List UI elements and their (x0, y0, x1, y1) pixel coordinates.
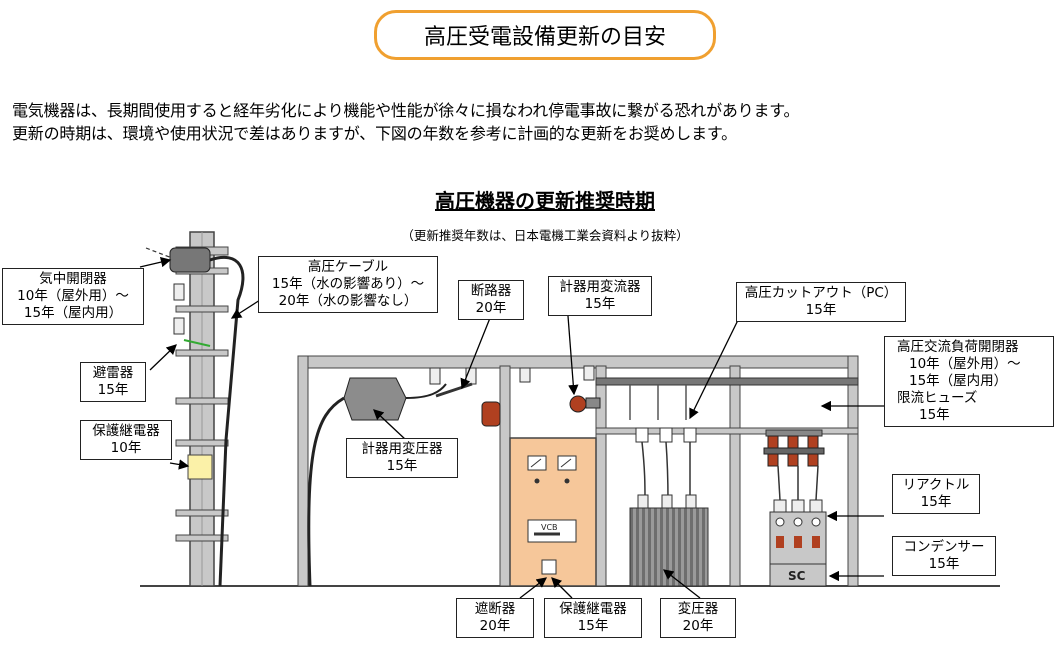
vt-fuse-device (481, 401, 501, 427)
disconnector-device (429, 367, 441, 385)
label-relay-pole: 保護継電器 10年 (80, 420, 172, 460)
relay-panel-name: 保護継電器 (559, 601, 627, 617)
vcb-text: VCB (541, 523, 558, 532)
relay-pole-years: 10年 (110, 440, 142, 456)
air-switch-years-outdoor: 10年（屋外用）～ (17, 288, 129, 304)
vt-years: 15年 (386, 458, 418, 474)
ct-device (569, 395, 587, 413)
breaker-name: 遮断器 (474, 601, 516, 617)
label-arrester: 避雷器 15年 (80, 362, 146, 402)
air-switch-device (169, 247, 211, 273)
ct-years: 15年 (584, 296, 616, 312)
arrester-device (173, 283, 185, 301)
relay-panel-years: 15年 (577, 618, 609, 634)
capacitor-years: 15年 (928, 556, 960, 572)
diagram-subtitle: 高圧機器の更新推奨時期 (435, 189, 655, 213)
pc-years: 15年 (805, 302, 837, 318)
vcb-breaker (527, 519, 577, 543)
ct-name: 計器用変流器 (559, 279, 641, 295)
load-switch-name: 高圧交流負荷開閉器 (897, 339, 1019, 355)
source-note: （更新推奨年数は、日本電機工業会資料より抜粋） (401, 228, 689, 243)
pc-name: 高圧カットアウト（PC） (744, 285, 898, 301)
intro-line-1: 電気機器は、長期間使用すると経年劣化により機能や性能が徐々に損なわれ停電事故に繋… (12, 101, 800, 120)
label-pc: 高圧カットアウト（PC） 15年 (736, 282, 906, 322)
fuse-years: 15年 (919, 407, 950, 423)
reactor-years: 15年 (920, 494, 952, 510)
fuse-name: 限流ヒューズ (897, 390, 978, 406)
arrester-years: 15年 (97, 382, 129, 398)
vt-device (343, 377, 407, 421)
label-load-switch: 高圧交流負荷開閉器 10年（屋外用）～ 15年（屋内用） 限流ヒューズ 15年 (884, 336, 1054, 427)
panel-relay (541, 559, 557, 575)
transformer-years: 20年 (682, 618, 714, 634)
relay-box-pole (187, 454, 213, 480)
leader-lines (139, 257, 884, 599)
cable-wire (209, 255, 245, 441)
label-cable: 高圧ケーブル 15年（水の影響あり）～ 20年（水の影響なし） (258, 256, 438, 313)
label-capacitor: コンデンサー 15年 (892, 536, 996, 576)
air-switch-name: 気中開閉器 (39, 271, 107, 287)
load-switch-device (763, 429, 825, 501)
relay-pole-name: 保護継電器 (92, 423, 160, 439)
label-reactor: リアクトル 15年 (892, 474, 980, 514)
cable-years-dry: 20年（水の影響なし） (278, 293, 418, 309)
cable-name: 高圧ケーブル (307, 259, 389, 275)
label-breaker: 遮断器 20年 (456, 598, 534, 638)
label-transformer: 変圧器 20年 (660, 598, 736, 638)
label-disconnector: 断路器 20年 (458, 280, 524, 320)
pc-cutouts (629, 385, 697, 501)
cubicle-frame (297, 355, 859, 587)
capacitor-name: コンデンサー (903, 539, 985, 555)
label-ct: 計器用変流器 15年 (548, 276, 652, 316)
cable-years-wet: 15年（水の影響あり）～ (271, 276, 425, 292)
reactor-name: リアクトル (902, 477, 970, 493)
capacitor-device (769, 499, 827, 587)
switchgear-panel (509, 437, 597, 587)
breaker-years: 20年 (479, 618, 511, 634)
vt-name: 計器用変圧器 (361, 441, 443, 457)
load-switch-years-indoor: 15年（屋内用） (909, 373, 1008, 389)
arrester-name: 避雷器 (92, 365, 134, 381)
load-switch-years-outdoor: 10年（屋外用）～ (909, 356, 1021, 372)
disconnector-years: 20年 (475, 300, 507, 316)
sc-text: SC (788, 569, 806, 583)
intro-line-2: 更新の時期は、環境や使用状況で差はありますが、下図の年数を参考に計画的な更新をお… (12, 124, 737, 143)
air-switch-years-indoor: 15年（屋内用） (23, 305, 123, 321)
disconnector-name: 断路器 (470, 283, 512, 299)
transformer-device (629, 494, 709, 587)
label-air-switch: 気中開閉器 10年（屋外用）～ 15年（屋内用） (2, 268, 144, 325)
label-relay-panel: 保護継電器 15年 (544, 598, 642, 638)
transformer-name: 変圧器 (677, 601, 719, 617)
page-title: 高圧受電設備更新の目安 (374, 10, 716, 60)
label-vt: 計器用変圧器 15年 (346, 438, 458, 478)
